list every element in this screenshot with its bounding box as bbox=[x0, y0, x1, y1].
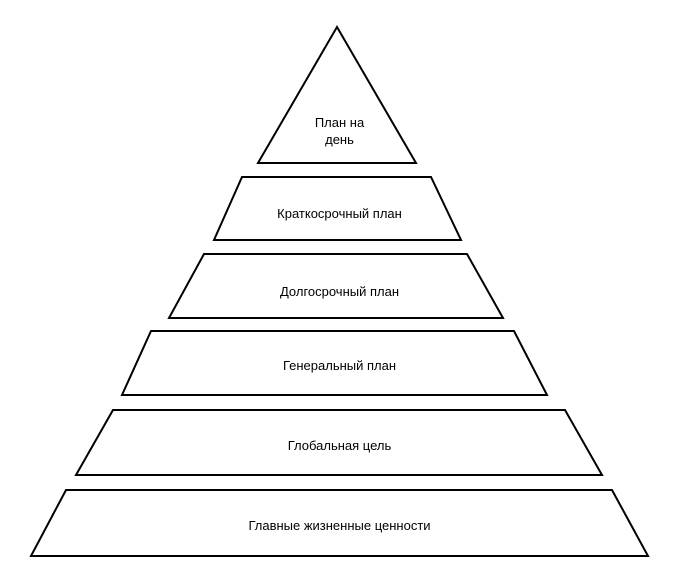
level-long-term-shape bbox=[167, 253, 505, 319]
level-long-term-label: Долгосрочный план bbox=[279, 284, 400, 299]
level-life-values-shape bbox=[29, 489, 650, 557]
level-short-term-shape bbox=[212, 176, 463, 241]
level-general-plan-label: Генеральный план bbox=[282, 358, 397, 373]
level-global-goal-shape bbox=[74, 409, 604, 476]
level-global-goal-label: Глобальная цель bbox=[287, 438, 392, 453]
level-day-plan-label: План на день bbox=[314, 115, 365, 147]
level-short-term-label: Краткосрочный план bbox=[277, 206, 402, 221]
level-life-values-label: Главные жизненные ценности bbox=[248, 518, 431, 533]
level-day-plan-shape bbox=[256, 25, 418, 164]
level-general-plan-shape bbox=[120, 330, 549, 396]
